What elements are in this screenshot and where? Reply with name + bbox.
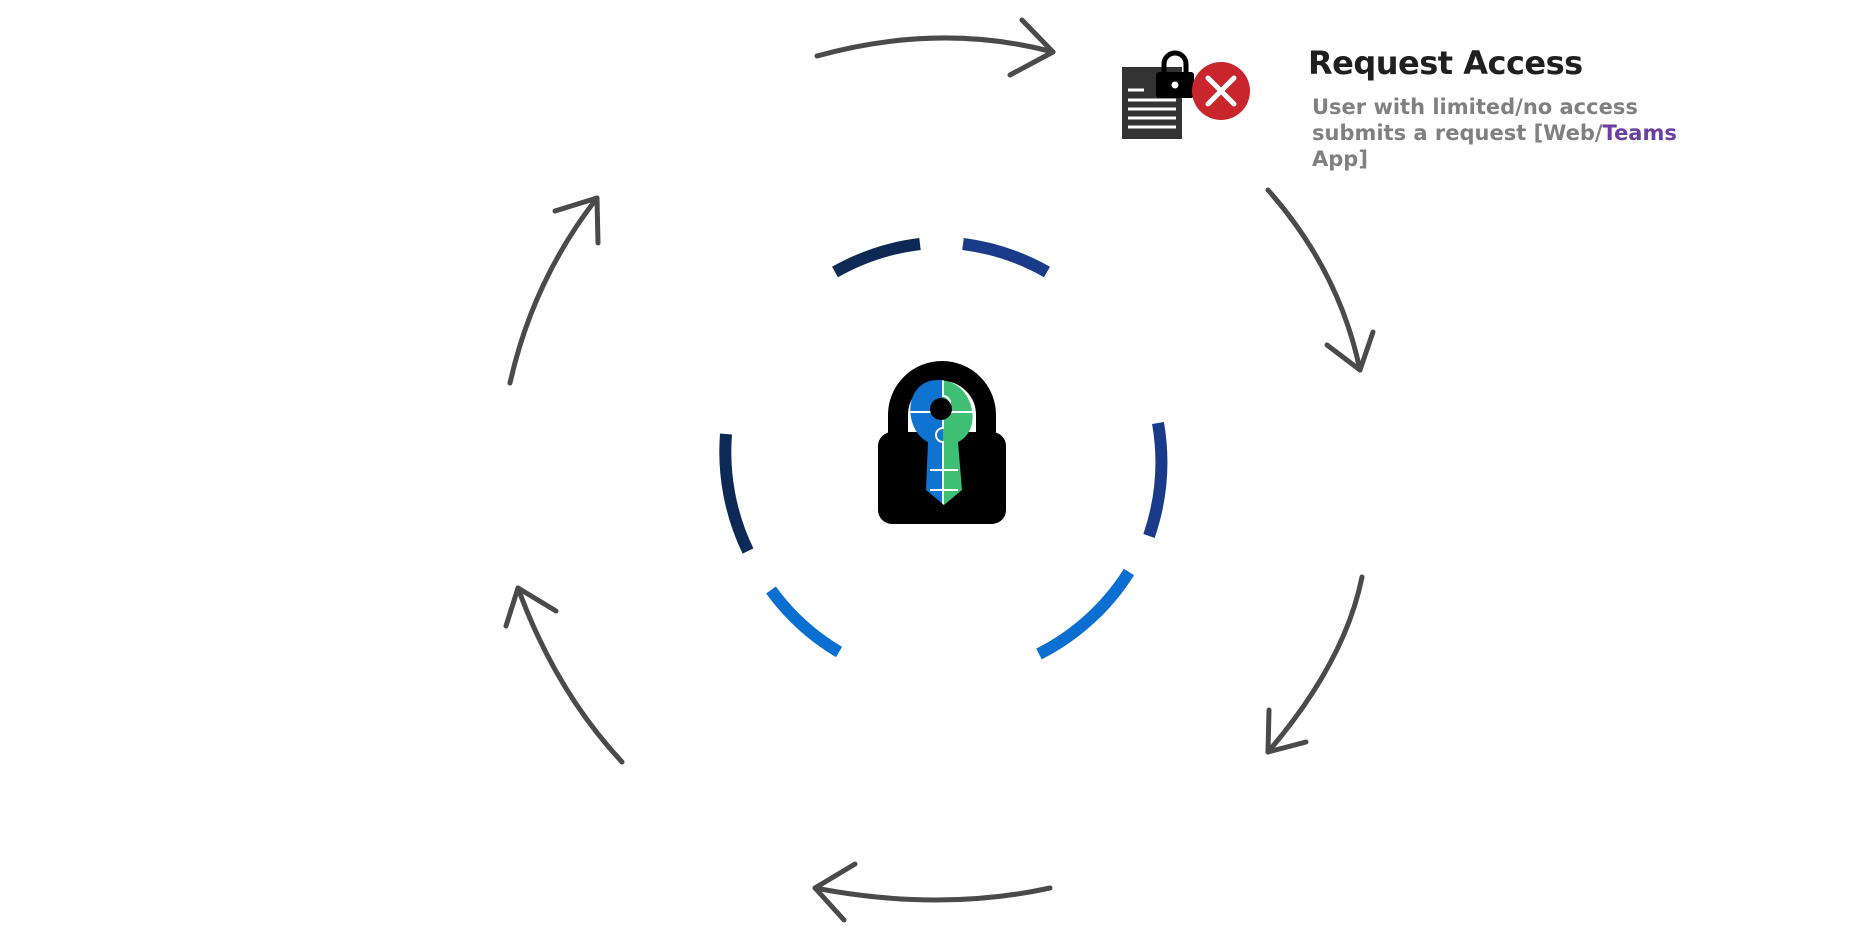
ring-segment-lower-right [1036,568,1135,660]
teams-highlight: Teams [1602,121,1677,145]
arrow-bottom [812,861,1053,923]
ring-segment-right [1143,421,1168,538]
keyhole [930,398,952,420]
step-desc-suffix: App] [1312,147,1368,171]
padlock-icon [1156,50,1194,98]
arrow-upper-left [507,195,601,386]
arrow-lower-right [1265,574,1365,755]
arrow-upper-right [1265,187,1376,373]
red-x-icon [1192,62,1250,120]
step-title: Request Access [1308,44,1583,82]
arrow-lower-left [503,585,625,765]
lock-with-puzzle-key-icon [878,361,1006,524]
step-desc-text: User with limited/no access submits a re… [1312,95,1638,145]
arrow-top [814,17,1056,78]
step-description: User with limited/no access submits a re… [1312,94,1732,172]
document-lock-denied-icon [1122,50,1250,139]
cycle-arrows [503,17,1376,923]
lock-shackle [888,361,996,440]
ring-segment-left [719,433,754,554]
ring-segment-top-right [962,238,1050,278]
inner-ring [719,238,1168,660]
ring-segment-top-left [832,238,921,278]
ring-segment-lower-left [766,586,843,658]
document-lines-icon [1128,88,1176,129]
